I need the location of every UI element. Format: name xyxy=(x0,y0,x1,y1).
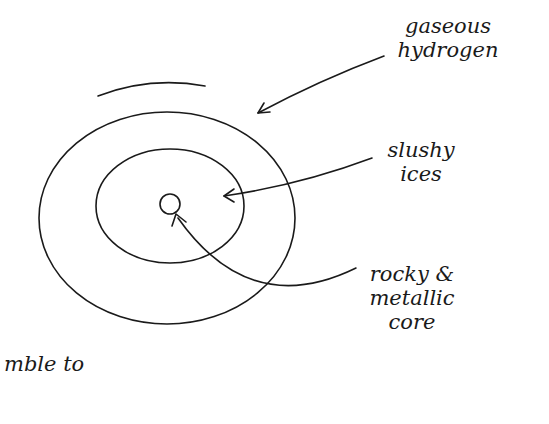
layer-label: rocky & metallic core xyxy=(360,262,464,334)
leader-line xyxy=(258,56,384,113)
leader-line xyxy=(178,218,356,286)
arrow-head xyxy=(172,214,186,226)
leader-line xyxy=(224,158,372,196)
inner-core xyxy=(160,194,180,214)
arrow-head xyxy=(224,189,234,202)
outer-arc xyxy=(98,83,205,96)
outer-layer xyxy=(39,112,295,324)
layer-label: gaseous hydrogen xyxy=(388,14,508,62)
layer-label: mble to xyxy=(4,352,84,376)
arrow-head xyxy=(258,103,270,113)
layer-label: slushy ices xyxy=(376,138,466,186)
middle-layer xyxy=(96,149,244,263)
